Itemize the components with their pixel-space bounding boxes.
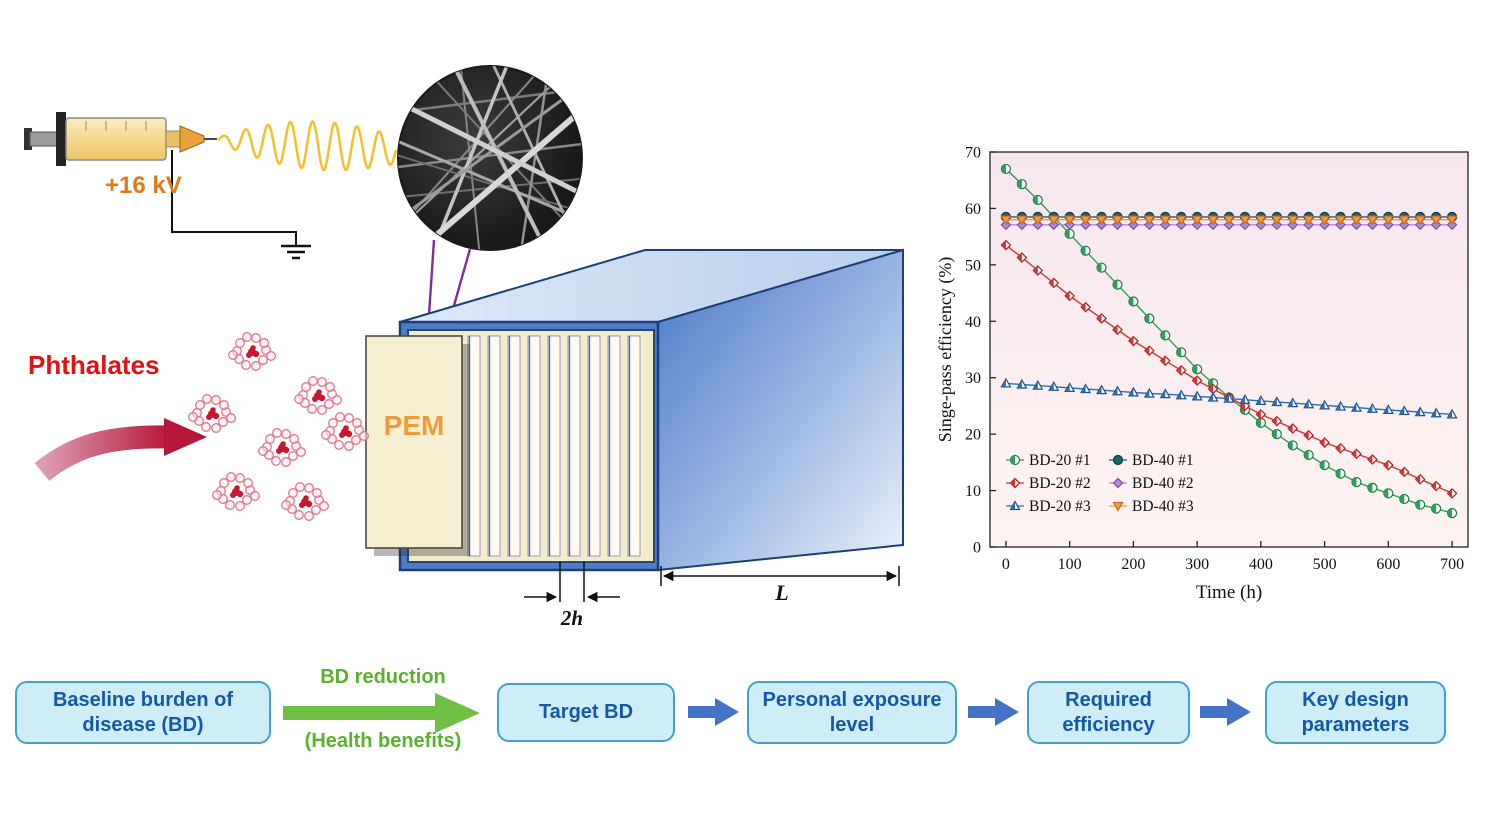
y-tick-label: 0 <box>973 540 981 557</box>
blue-block-arrow-1 <box>688 698 739 726</box>
schematic-illustration <box>24 65 904 603</box>
electrospinning-jet-wave <box>217 120 398 172</box>
flow-box-label: Key design parameters <box>1301 688 1410 736</box>
y-tick-label: 50 <box>965 257 981 274</box>
channel-gap-dimension <box>524 562 620 603</box>
legend-item: BD-40 #3 <box>1109 498 1194 515</box>
voltage-label: +16 kV <box>105 172 182 199</box>
blue-arrow-shape <box>688 698 739 726</box>
x-tick-label: 600 <box>1376 556 1400 573</box>
molecule-cluster <box>281 482 329 521</box>
health-benefits-label: (Health benefits) <box>304 730 462 752</box>
flow-box-target-bd: Target BD <box>497 683 675 742</box>
legend-label: BD-40 #2 <box>1132 475 1194 492</box>
legend-item: BD-20 #1 <box>1006 452 1091 469</box>
x-tick-label: 300 <box>1185 556 1209 573</box>
molecule-cluster <box>212 472 260 511</box>
molecule-cluster <box>228 332 276 371</box>
legend-item: BD-40 #1 <box>1109 452 1194 469</box>
legend-item: BD-20 #3 <box>1006 498 1091 515</box>
pollutant-inflow-arrow <box>34 418 207 482</box>
x-axis-label: Time (h) <box>1196 582 1262 603</box>
x-tick-label: 700 <box>1440 556 1464 573</box>
x-tick-label: 500 <box>1313 556 1337 573</box>
x-tick-label: 0 <box>1002 556 1010 573</box>
green-arrow-shape <box>283 693 480 733</box>
flow-box-key-design-parameters: Key design parameters <box>1265 681 1446 744</box>
legend-item: BD-20 #2 <box>1006 475 1091 492</box>
pem-label: PEM <box>383 410 445 441</box>
legend-label: BD-20 #3 <box>1029 498 1091 515</box>
length-L-label: L <box>775 580 789 605</box>
flow-box-baseline-bd: Baseline burden of disease (BD) <box>15 681 271 744</box>
flow-box-personal-exposure: Personal exposure level <box>747 681 957 744</box>
x-tick-label: 100 <box>1058 556 1082 573</box>
x-tick-label: 400 <box>1249 556 1273 573</box>
blue-block-arrow-2 <box>968 698 1019 726</box>
green-block-arrow <box>283 693 480 733</box>
y-tick-label: 10 <box>965 483 981 500</box>
legend-label: BD-20 #2 <box>1029 475 1091 492</box>
y-tick-label: 70 <box>965 145 981 162</box>
legend-label: BD-40 #1 <box>1132 452 1194 469</box>
series-bd-40-3 <box>1000 215 1458 226</box>
phthalate-molecules <box>188 332 369 521</box>
y-tick-label: 60 <box>965 201 981 218</box>
syringe-illustration <box>24 112 217 166</box>
y-tick-label: 30 <box>965 370 981 387</box>
molecule-cluster <box>188 394 236 433</box>
ground-wire <box>171 150 311 260</box>
flow-box-label: Target BD <box>538 701 634 723</box>
series-bd-20-3 <box>1000 377 1458 419</box>
blue-arrow-shape <box>968 698 1019 726</box>
pem-membrane-panel <box>365 335 470 556</box>
legend-label: BD-20 #1 <box>1029 452 1091 469</box>
y-tick-label: 20 <box>965 427 981 444</box>
y-tick-label: 40 <box>965 314 981 331</box>
legend-item: BD-40 #2 <box>1109 475 1194 492</box>
sem-nanofiber-image <box>397 65 583 251</box>
blue-arrow-shape <box>1200 698 1251 726</box>
flow-box-label: Required efficiency <box>1062 688 1155 736</box>
y-axis-label: Singe-pass efficiency (%) <box>935 257 956 443</box>
bd-reduction-label: BD reduction <box>320 666 446 688</box>
molecule-cluster <box>294 376 342 415</box>
molecule-cluster <box>258 428 306 467</box>
legend-label: BD-40 #3 <box>1132 498 1194 515</box>
blue-block-arrow-3 <box>1200 698 1251 726</box>
gap-2h-label: 2h <box>560 606 584 630</box>
air-filter-box <box>365 248 904 572</box>
molecule-cluster <box>321 412 369 451</box>
flow-box-label: Baseline burden of disease (BD) <box>52 688 234 736</box>
phthalates-label: Phthalates <box>28 350 160 380</box>
length-dimension <box>660 566 900 586</box>
legend: BD-20 #1 BD-20 #2 BD-20 #3 BD-40 #1 BD-40 #2… <box>1006 452 1194 515</box>
pleated-filter-media <box>467 335 641 557</box>
flow-box-label: Personal exposure level <box>762 688 942 736</box>
flow-box-required-efficiency: Required efficiency <box>1027 681 1190 744</box>
x-tick-label: 200 <box>1121 556 1145 573</box>
